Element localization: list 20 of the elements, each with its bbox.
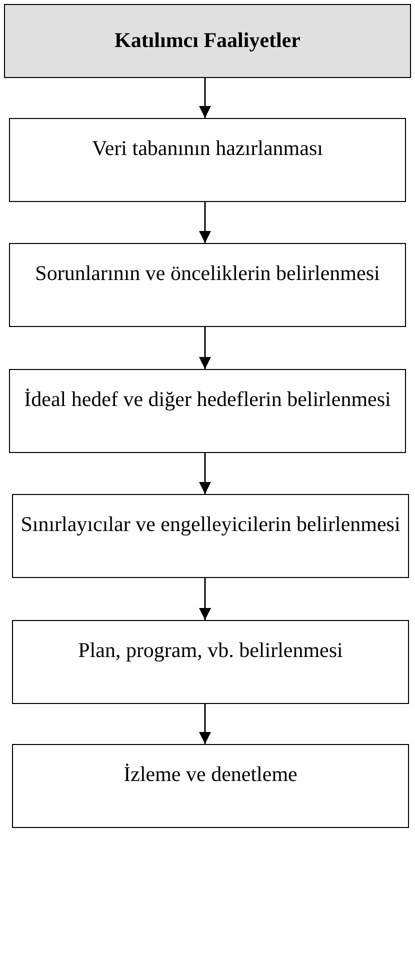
arrow [199,704,211,744]
step-text: Sınırlayıcılar ve engelleyicilerin belirlenmesi [20,511,400,538]
process-box [12,494,409,578]
process-box [9,369,406,453]
step-text: İdeal hedef ve diğer hedeflerin belirlenmesi [24,386,391,413]
step-text: Plan, program, vb. belirlenmesi [78,637,343,664]
header-box [4,4,411,78]
arrow [199,327,211,369]
arrow [199,202,211,243]
step-text: İzleme ve denetleme [124,761,298,788]
arrow [199,78,211,118]
arrow [199,578,211,620]
process-box [9,118,406,202]
process-box [12,620,409,704]
process-box [9,243,406,327]
process-box [12,744,409,828]
header-text: Katılımcı Faaliyetler [114,27,301,54]
step-text: Veri tabanının hazırlanması [92,135,323,162]
step-text: Sorunlarının ve önceliklerin belirlenmesi [35,260,380,287]
arrow [199,453,211,494]
